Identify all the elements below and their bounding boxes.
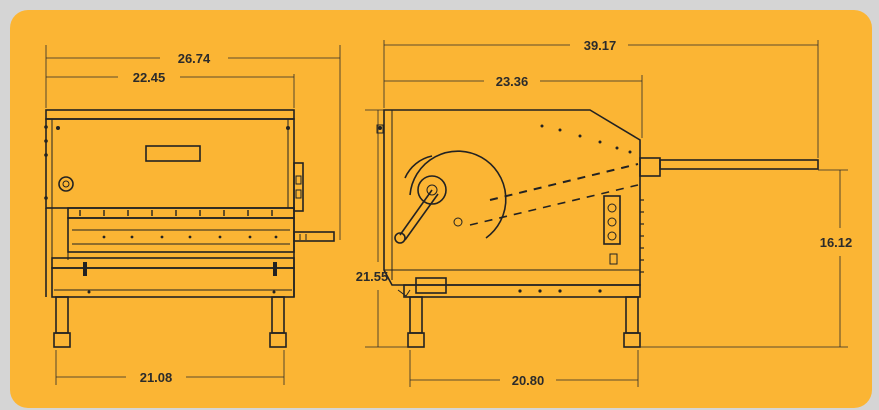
front-body-width-label: 22.45 (133, 70, 166, 85)
front-overall-width-label: 26.74 (178, 51, 211, 66)
side-conveyor-height-label: 16.12 (820, 235, 853, 250)
side-view-dimensions (365, 40, 848, 387)
side-total-height-label: 21.55 (356, 269, 389, 284)
front-view (44, 109, 335, 348)
side-overall-length-label: 39.17 (584, 38, 617, 53)
side-view (376, 109, 819, 348)
drawing-panel (10, 10, 872, 408)
side-leg-span-label: 20.80 (512, 373, 545, 388)
side-body-length-label: 23.36 (496, 74, 529, 89)
front-view-dimensions (45, 45, 341, 385)
front-leg-span-label: 21.08 (140, 370, 173, 385)
